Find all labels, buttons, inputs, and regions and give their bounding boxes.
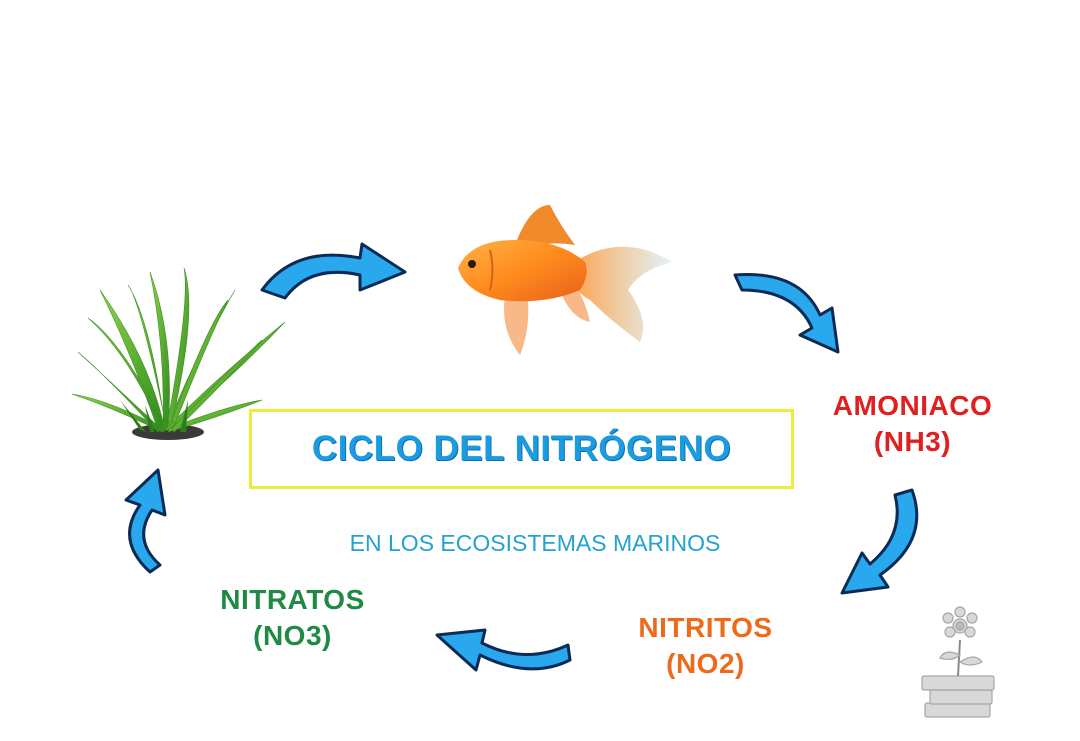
diagram-subtitle: EN LOS ECOSISTEMAS MARINOS [349,530,721,556]
title-box: CICLO DEL NITRÓGENO [249,409,794,489]
stage-nitratos-name: NITRATOS [220,584,365,615]
stage-amoniaco: AMONIACO (NH3) [800,388,1025,460]
arrow-nitritos-to-nitratos [435,628,572,672]
arrow-fish-to-amoniaco [733,273,840,354]
stage-nitritos-name: NITRITOS [638,612,773,643]
arrow-amoniaco-to-nitritos [840,488,919,595]
goldfish-icon [458,205,672,355]
stage-amoniaco-formula: (NH3) [873,426,952,457]
diagram-title: CICLO DEL NITRÓGENO [311,429,732,468]
arrow-plant-to-fish [260,242,407,300]
flower-books-logo [921,606,995,718]
stage-amoniaco-name: AMONIACO [832,390,993,421]
arrow-nitratos-to-plant [124,468,167,574]
stage-nitratos-formula: (NO3) [253,620,332,651]
stage-nitritos: NITRITOS (NO2) [598,610,813,682]
stage-nitritos-formula: (NO2) [666,648,745,679]
aquatic-plant-icon [71,267,286,440]
stage-nitratos: NITRATOS (NO3) [185,582,400,654]
cycle-arrows [124,242,919,672]
